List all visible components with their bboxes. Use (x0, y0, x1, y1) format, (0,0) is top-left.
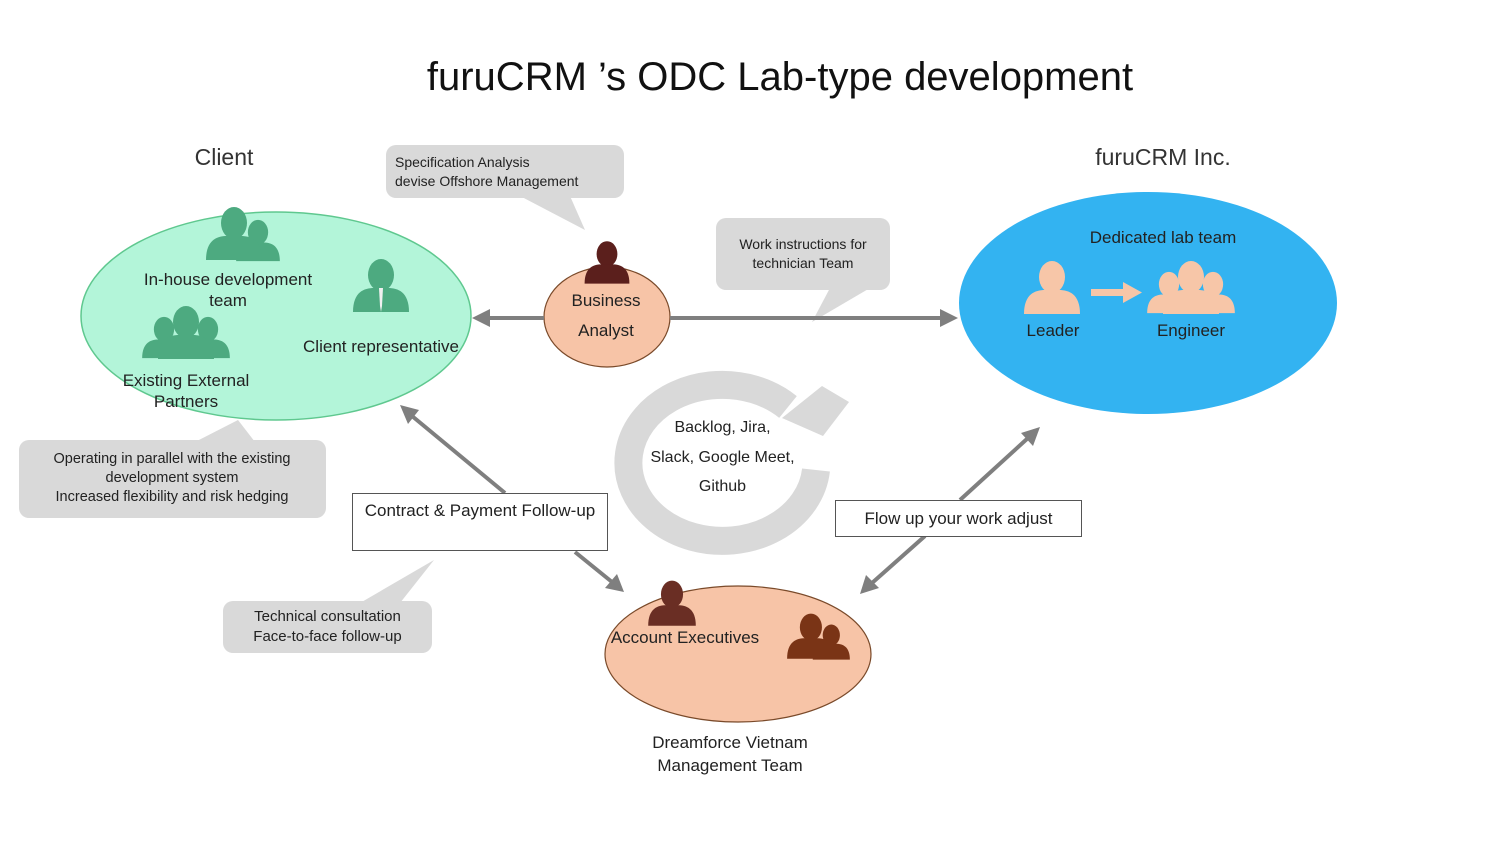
business-analyst-icon (584, 241, 630, 284)
arrow-to-ae-head (605, 574, 624, 592)
spec-callout-shape (386, 145, 624, 230)
parallel-line-3: Increased flexibility and risk hedging (55, 488, 289, 505)
dreamforce-line-1: Dreamforce Vietnam (652, 733, 808, 752)
tools-line-1: Backlog, Jira, (674, 419, 771, 436)
arrow-to-client-lower-head (400, 405, 419, 424)
contract-payment-box: Contract & Payment Follow-up (352, 493, 608, 551)
work-callout-shape (716, 218, 890, 322)
parallel-line-2: development system (105, 469, 239, 486)
tools-line-2: Slack, Google Meet, (650, 448, 795, 466)
furucrm-heading: furuCRM Inc. (1095, 144, 1231, 170)
arrow-to-ae-right (870, 534, 927, 585)
spec-line-1: Specification Analysis (395, 154, 530, 170)
technical-line-2: Face-to-face follow-up (253, 627, 402, 645)
dedicated-team-label: Dedicated lab team (1089, 228, 1237, 247)
parallel-line-1: Operating in parallel with the existing (53, 451, 291, 467)
work-line-2: technician Team (752, 254, 854, 271)
spec-line-2: devise Offshore Management (395, 172, 579, 189)
work-callout-text: Work instructions for technician Team (720, 235, 886, 273)
technical-callout-text: Technical consultation Face-to-face foll… (226, 607, 429, 646)
arrow-to-furucrm-lower-head (1021, 427, 1040, 446)
parallel-callout-text: Operating in parallel with the existing … (22, 450, 322, 507)
arrow-to-ae-right-head (860, 575, 879, 594)
right-arrow-icon (1091, 282, 1142, 303)
technical-line-1: Technical consultation (254, 608, 401, 625)
arrow-to-furucrm-lower (958, 436, 1030, 502)
client-rep-icon (353, 259, 409, 312)
arrow-ba-to-client-head (472, 309, 490, 327)
account-executives-label: Account Executives (610, 628, 760, 647)
arrow-to-ae (573, 550, 614, 584)
furucrm-ellipse (959, 192, 1337, 414)
arrow-to-client-lower (410, 414, 507, 495)
external-partners-label: Existing External Partners (122, 371, 250, 412)
business-analyst-label: Business Analyst (571, 291, 641, 340)
flow-adjust-box: Flow up your work adjust (835, 500, 1082, 537)
dreamforce-label: Dreamforce Vietnam Management Team (620, 732, 840, 778)
parallel-callout-shape (19, 420, 326, 518)
inhouse-team-label: In-house development team (143, 270, 313, 311)
dreamforce-line-2: Management Team (657, 755, 803, 775)
tools-line-3: Github (698, 478, 747, 496)
arrows (400, 309, 1040, 594)
cycle-arrow-icon (614, 370, 849, 555)
spec-callout-text: Specification Analysis devise Offshore M… (395, 153, 620, 191)
client-heading: Client (194, 144, 254, 170)
arrow-ba-to-furucrm-head (940, 309, 958, 327)
tools-text: Backlog, Jira, Slack, Google Meet, Githu… (630, 413, 815, 502)
work-line-1: Work instructions for (739, 236, 867, 252)
page-title: furuCRM ’s ODC Lab-type development (426, 55, 1134, 99)
leader-label: Leader (1026, 321, 1080, 340)
engineer-label: Engineer (1156, 321, 1226, 340)
technical-callout-shape (223, 560, 434, 653)
client-rep-label: Client representative (303, 337, 459, 356)
